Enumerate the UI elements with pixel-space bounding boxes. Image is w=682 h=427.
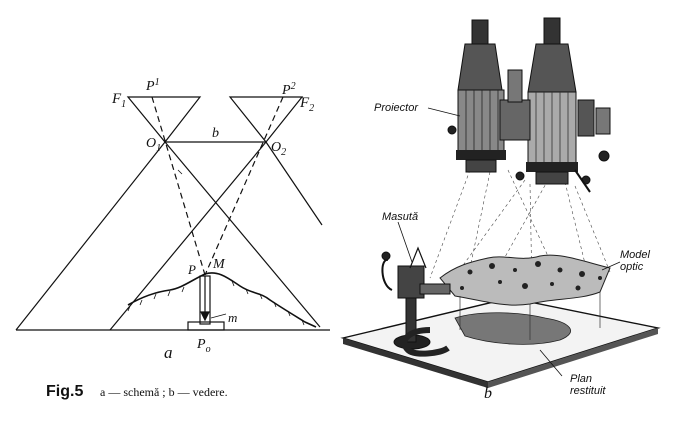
svg-text:F2: F2 (299, 95, 314, 114)
right-homologous-ray (204, 96, 284, 276)
panel-label-a: a (164, 343, 173, 362)
panel-label-b: b (484, 385, 492, 402)
model-supports (459, 292, 601, 340)
board-front-edge (343, 338, 488, 388)
schema-panel (15, 96, 330, 331)
label-point-m-upper: M (212, 257, 226, 272)
label-projector: Proiector (374, 102, 419, 114)
vedere-panel (340, 17, 661, 388)
terrain-profile (127, 272, 317, 328)
label-masuta: Masută (382, 211, 418, 223)
label-point-p: P (187, 262, 196, 277)
label-base-b: b (212, 126, 219, 141)
terrain-hatching (127, 280, 305, 326)
right-camera-triangle (228, 96, 304, 143)
svg-text:Po: Po (196, 337, 211, 355)
label-f2: F (299, 95, 310, 111)
schema-labels: F1 F2 P1 P2 O1 O2 b P M m Po a (111, 77, 314, 362)
label-o2: O (271, 140, 281, 155)
optic-model-texture (460, 261, 602, 291)
projector-frame (447, 69, 611, 193)
svg-text:O1: O1 (146, 136, 161, 154)
label-plan-line2: restituit (570, 385, 606, 397)
optic-model-surface (439, 254, 611, 306)
column-arrow (200, 311, 210, 322)
left-camera-triangle (126, 96, 202, 143)
right-ray-outer (265, 141, 323, 226)
left-ray-inner (164, 141, 321, 328)
base-plate (187, 321, 225, 331)
left-projector (456, 19, 506, 173)
figure-caption: Fig.5 a — schemă ; b — vedere. (46, 383, 228, 400)
m-leader-line (210, 313, 227, 319)
left-ray-outer (15, 141, 166, 331)
label-o1: O (146, 136, 156, 151)
svg-text:O2: O2 (271, 140, 286, 158)
ray-tick (177, 169, 183, 175)
label-plan-line1: Plan (570, 373, 592, 385)
caption-text: a — schemă ; b — vedere. (100, 385, 228, 399)
label-model-line2: optic (620, 261, 644, 273)
label-point-m-lower: m (228, 310, 237, 325)
label-p1: P (145, 79, 155, 94)
caption-fig-number: Fig.5 (46, 383, 83, 400)
projectors (447, 17, 611, 193)
restituted-plan (454, 312, 572, 345)
label-p2: P (281, 83, 291, 98)
svg-text:P1: P1 (145, 77, 160, 94)
svg-text:F1: F1 (111, 91, 126, 110)
label-p0: P (196, 337, 206, 352)
leader-lines (397, 107, 621, 377)
vedere-labels: Proiector Masută Model optic Plan restit… (374, 102, 651, 402)
right-projector (526, 17, 578, 185)
svg-text:P2: P2 (281, 81, 296, 98)
label-f1: F (111, 91, 122, 107)
left-homologous-ray (151, 96, 206, 276)
right-ray-inner (109, 141, 267, 331)
board-side-edge (488, 328, 658, 388)
label-model-line1: Model (620, 249, 651, 261)
tracing-table (381, 246, 451, 357)
